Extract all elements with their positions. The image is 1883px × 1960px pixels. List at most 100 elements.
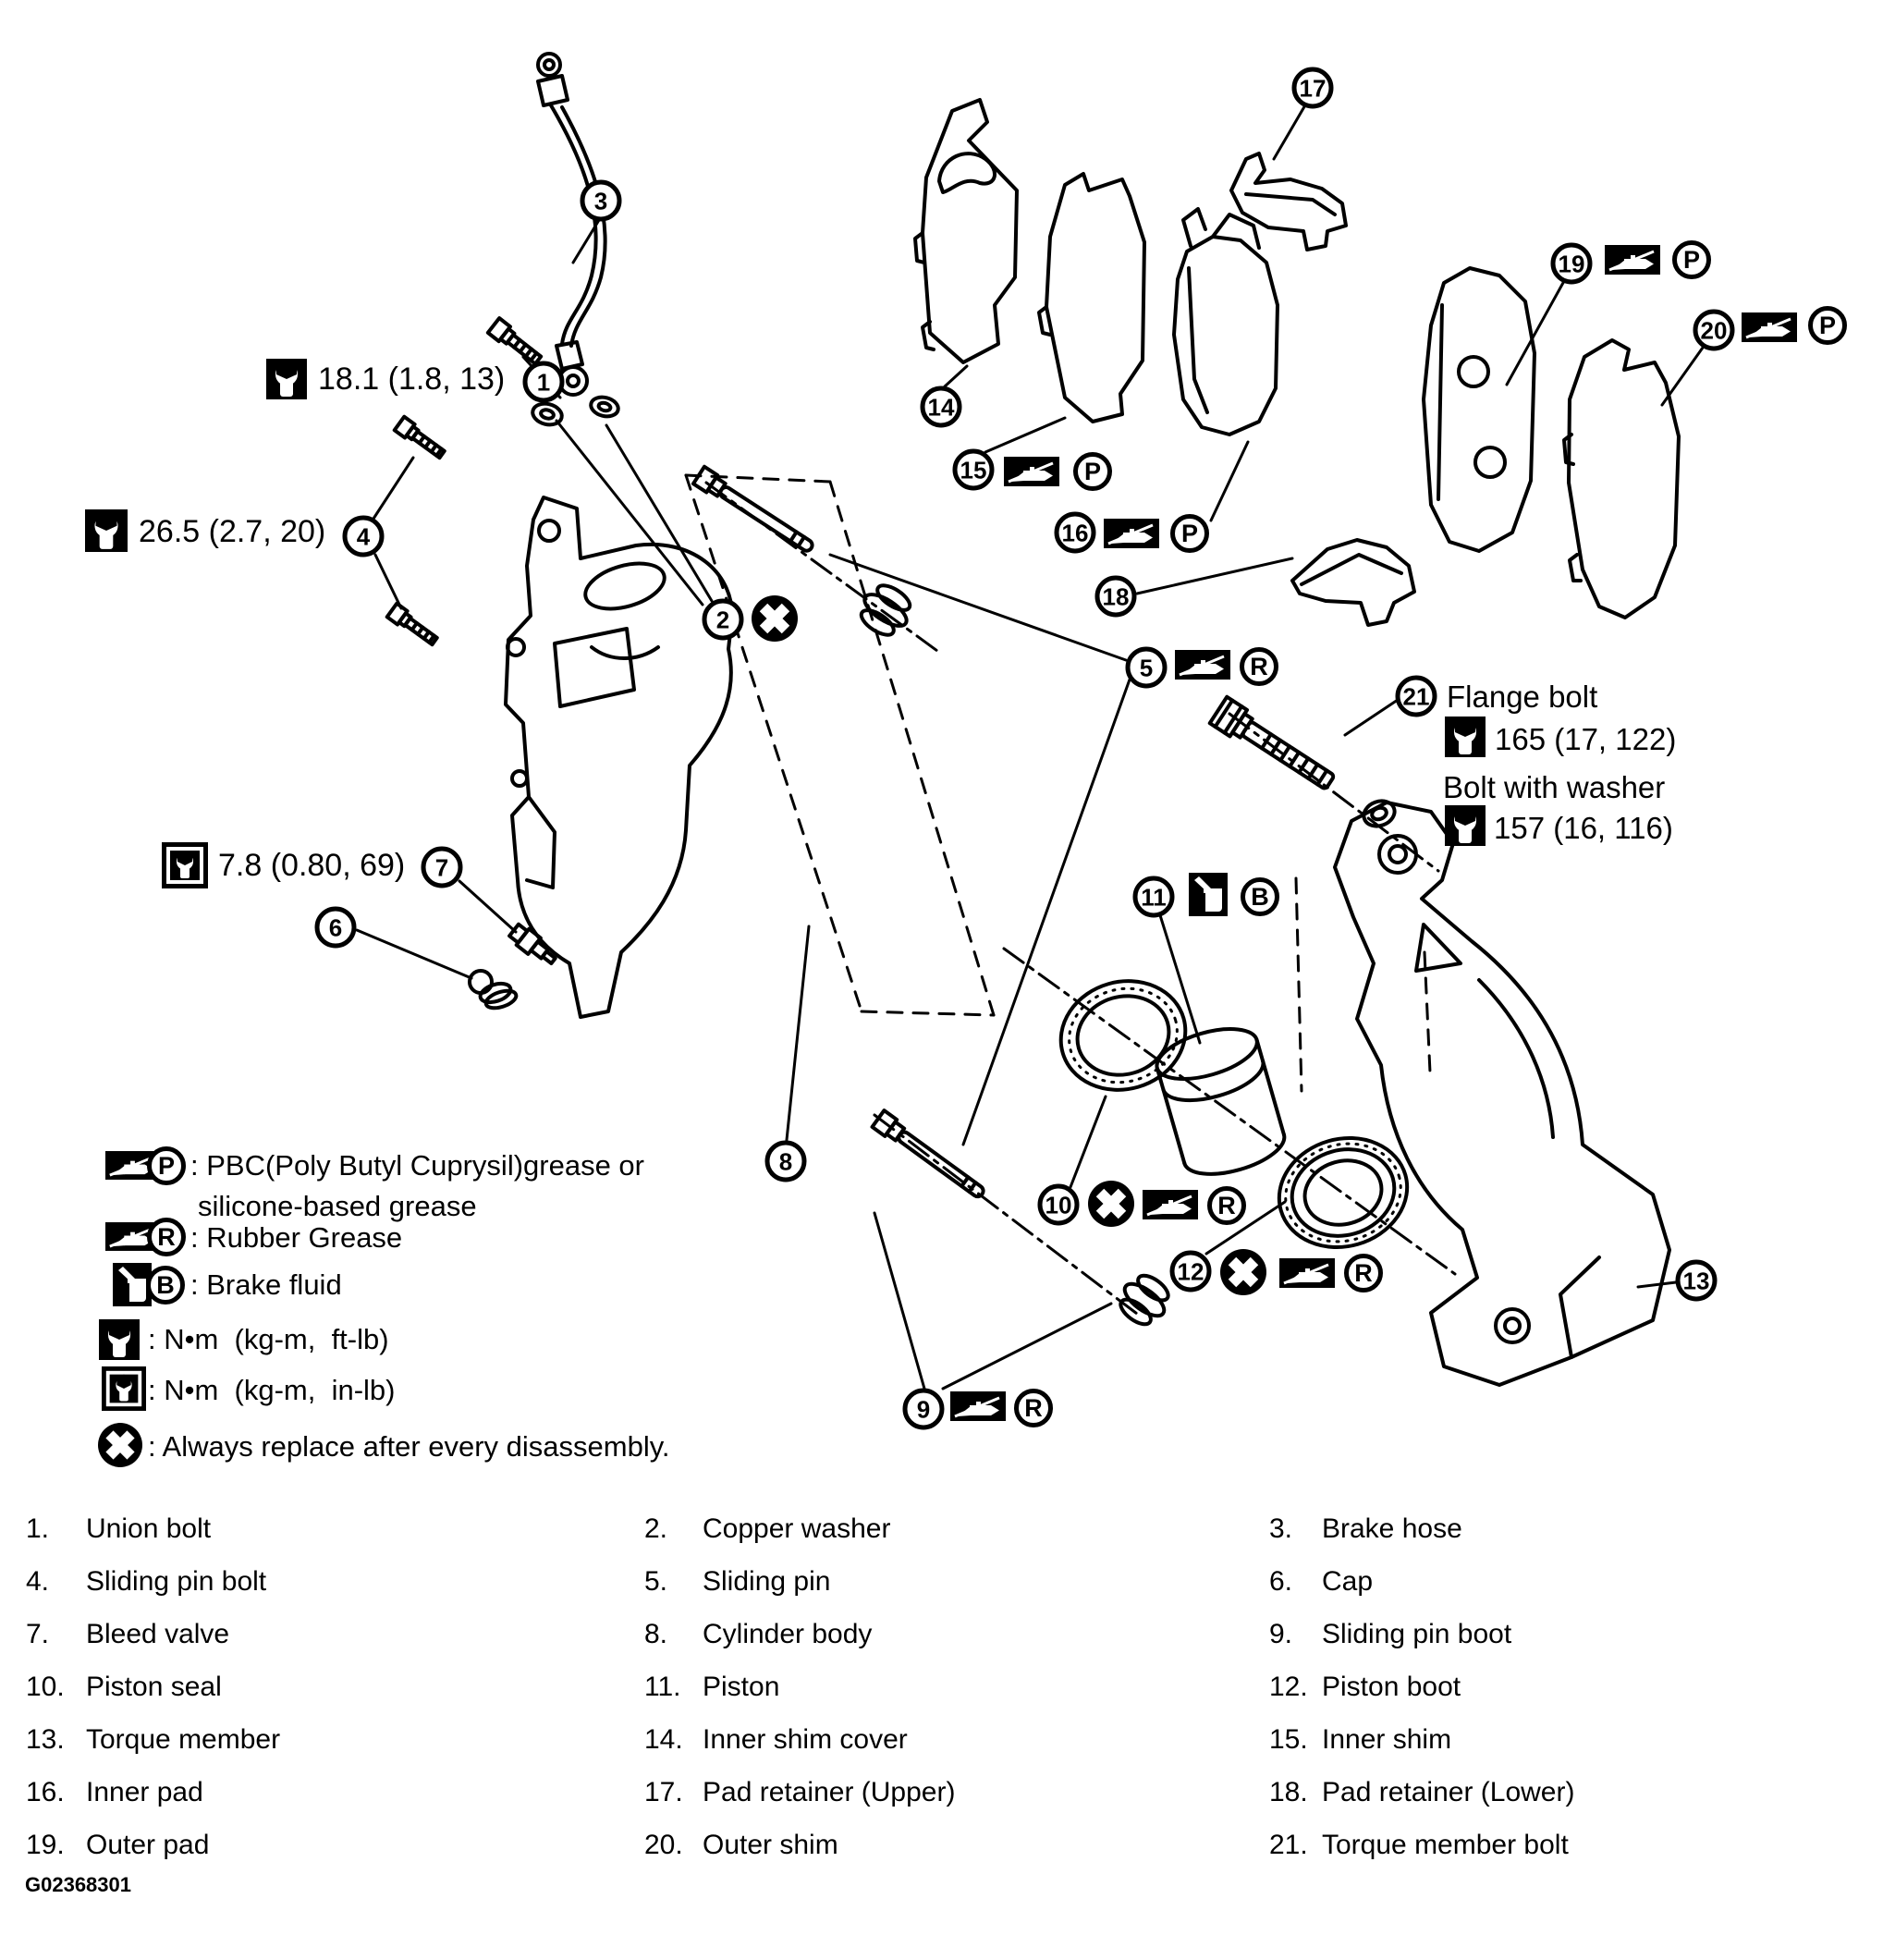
part-name: Outer pad — [86, 1830, 210, 1860]
center-axis-lines — [704, 481, 1457, 1318]
legend-text-pbc-2: silicone-based grease — [198, 1190, 477, 1222]
callout-1: 1 — [522, 361, 565, 403]
part-name: Bleed valve — [86, 1619, 230, 1649]
part-name: Torque member bolt — [1322, 1830, 1569, 1860]
part-number: 21. — [1269, 1830, 1308, 1860]
callout-17: 17 — [1291, 67, 1334, 109]
part-name: Sliding pin — [703, 1566, 831, 1597]
wrench-ftlb-icon — [1445, 805, 1486, 846]
wrench-inlb-icon — [162, 842, 208, 888]
callout-12: 12 — [1169, 1250, 1212, 1292]
torque-value-union-bolt: 18.1 (1.8, 13) — [318, 361, 506, 397]
callout-4: 4 — [342, 515, 385, 557]
badge-b: B — [1241, 877, 1279, 916]
inner-pad-drawing — [1172, 207, 1279, 436]
torque-member-bolt-drawing — [1207, 694, 1336, 790]
grease-gun-icon — [1004, 457, 1059, 486]
part-number: 2. — [644, 1513, 668, 1544]
badge-p: P — [1808, 306, 1847, 345]
callout-6: 6 — [314, 906, 357, 949]
part-number: 16. — [26, 1777, 65, 1807]
legend-text-always-replace: : Always replace after every disassembly… — [148, 1430, 670, 1463]
badge-r: R — [1014, 1389, 1053, 1427]
badge-p: P — [1073, 452, 1112, 491]
badge-p: P — [147, 1146, 186, 1185]
part-name: Inner pad — [86, 1777, 203, 1807]
callout-8: 8 — [764, 1140, 807, 1182]
part-number: 7. — [26, 1619, 50, 1649]
legend-text-nm-ftlb: : N•m (kg-m, ft-lb) — [148, 1323, 389, 1355]
part-number: 3. — [1269, 1513, 1293, 1544]
part-number: 1. — [26, 1513, 50, 1544]
grease-gun-icon — [1143, 1190, 1198, 1219]
callout-10: 10 — [1037, 1183, 1080, 1226]
part-number: 10. — [26, 1672, 65, 1702]
wrench-ftlb-icon — [1445, 717, 1486, 757]
pad-retainer-upper-drawing — [1229, 152, 1348, 251]
part-name: Inner shim — [1322, 1724, 1452, 1755]
sliding-pin-bolt-lower-drawing — [385, 601, 439, 647]
badge-p: P — [1672, 240, 1711, 279]
callout-13: 13 — [1675, 1259, 1718, 1302]
sliding-pin-lower-drawing — [870, 1109, 985, 1199]
inner-shim-drawing — [1037, 172, 1146, 423]
callout-15: 15 — [952, 448, 995, 491]
inner-shim-cover-drawing — [913, 98, 1019, 364]
part-name: Pad retainer (Lower) — [1322, 1777, 1575, 1807]
part-name: Piston seal — [86, 1672, 222, 1702]
part-name: Cap — [1322, 1566, 1374, 1597]
badge-p: P — [1170, 514, 1209, 553]
part-number: 20. — [644, 1830, 683, 1860]
flange-bolt-torque: 165 (17, 122) — [1495, 722, 1677, 756]
bleed-valve-drawing — [507, 922, 557, 966]
grease-gun-icon — [1104, 519, 1159, 548]
callout-5: 5 — [1125, 646, 1168, 689]
sliding-pin-bolt-upper-drawing — [392, 414, 446, 460]
part-number: 17. — [644, 1777, 683, 1807]
wrench-ftlb-icon — [266, 359, 307, 399]
part-name: Piston boot — [1322, 1672, 1461, 1702]
sliding-pin-boot-lower-drawing — [1119, 1273, 1170, 1327]
piston-drawing — [1155, 1027, 1287, 1176]
callout-9: 9 — [902, 1388, 945, 1430]
wrench-ftlb-icon — [85, 509, 128, 552]
callout-3: 3 — [580, 179, 622, 222]
part-number: 18. — [1269, 1777, 1308, 1807]
cap-drawing — [468, 969, 519, 1011]
replace-icon — [1220, 1249, 1266, 1295]
badge-r: R — [1207, 1186, 1246, 1225]
replace-icon — [752, 595, 798, 642]
legend-text-pbc: : PBC(Poly Butyl Cuprysil)grease or — [190, 1149, 644, 1182]
wrench-ftlb-icon — [99, 1319, 140, 1360]
badge-r: R — [1240, 647, 1278, 686]
part-name: Brake hose — [1322, 1513, 1462, 1544]
part-number: 19. — [26, 1830, 65, 1860]
cylinder-body-drawing — [504, 496, 734, 1019]
torque-member-drawing — [1333, 801, 1671, 1387]
callout-16: 16 — [1054, 511, 1096, 554]
part-number: 15. — [1269, 1724, 1308, 1755]
torque-value-bleed-valve: 7.8 (0.80, 69) — [218, 848, 406, 883]
outer-shim-drawing — [1562, 338, 1681, 619]
part-number: 8. — [644, 1619, 668, 1649]
part-number: 13. — [26, 1724, 65, 1755]
legend-text-nm-inlb: : N•m (kg-m, in-lb) — [148, 1374, 396, 1406]
grease-gun-icon — [1742, 312, 1797, 342]
part-name: Cylinder body — [703, 1619, 873, 1649]
legend-text-brake-fluid: : Brake fluid — [190, 1268, 342, 1301]
dashed-envelope-lines — [684, 473, 1432, 1093]
callout-7: 7 — [421, 846, 463, 888]
callout-21: 21 — [1395, 675, 1437, 717]
union-bolt-drawing — [485, 316, 544, 366]
wrench-inlb-icon — [102, 1366, 146, 1411]
badge-r: R — [1344, 1254, 1383, 1292]
replace-icon — [98, 1423, 142, 1467]
part-name: Outer shim — [703, 1830, 838, 1860]
piston-seal-drawing — [1058, 979, 1188, 1092]
grease-gun-icon — [950, 1391, 1006, 1421]
bolt-with-washer-title: Bolt with washer — [1443, 770, 1666, 804]
callout-20: 20 — [1693, 309, 1735, 351]
sliding-pin-upper-drawing — [691, 464, 814, 553]
